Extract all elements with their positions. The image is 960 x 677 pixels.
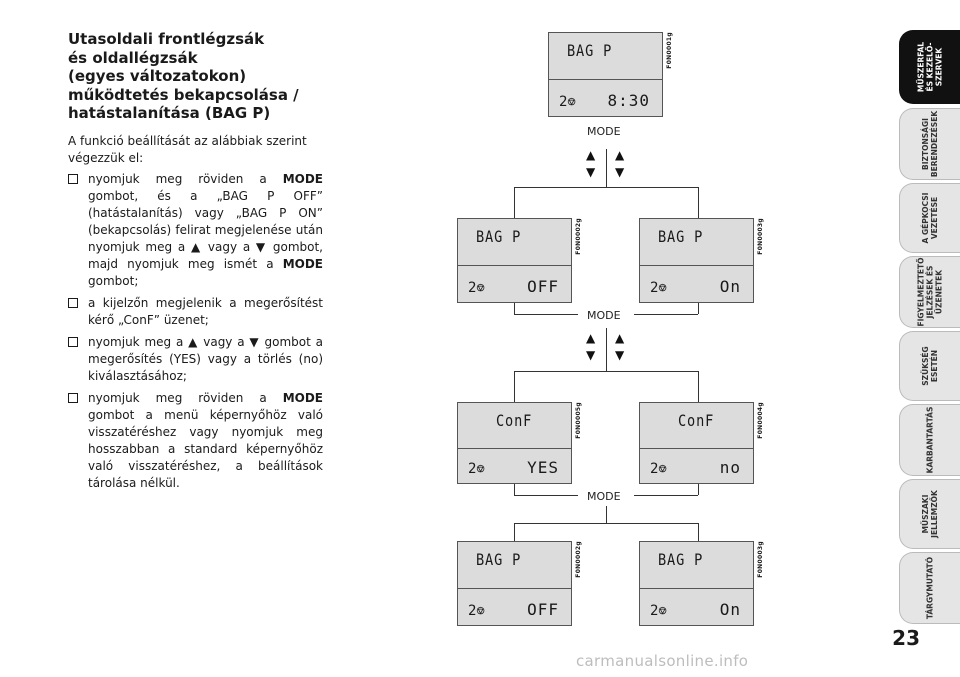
mode-label: MODE [587,309,621,322]
checkbox-bullet-icon [68,297,78,308]
tab-figyelmezteto[interactable]: FIGYELMEZTETŐ JELZÉSEK ÉS ÜZENETEK [899,256,960,328]
figure-code: F0N0005g [575,402,582,439]
bullet-3: nyomjuk meg a ▲ vagy a ▼ gombot a megerő… [68,334,323,385]
display-bag-p-off-final: BAG P 2⎊ OFF [457,541,572,626]
figure-code: F0N0003g [757,541,764,578]
bullet-2: a kijelzőn megjelenik a megerősítést kér… [68,295,323,329]
display-flow-diagram: BAG P 2⎊ 8:30 F0N0001g MODE ▲ ▲ ▼ ▼ BAG … [440,25,780,635]
figure-code: F0N0001g [666,32,673,69]
page-number: 23 [892,626,920,650]
bullet-1: nyomjuk meg röviden a MODE gombot, és a … [68,171,323,290]
watermark: carmanualsonline.info [576,652,749,670]
airbag-passenger-icon: 2⎊ [468,603,485,619]
text-column: Utasoldali frontlégzsák és oldallégzsák … [68,30,323,497]
airbag-passenger-icon: 2⎊ [650,280,667,296]
tab-biztonsagi[interactable]: BIZTONSÁGI BERENDEZÉSEK [899,108,960,180]
mode-label: MODE [587,125,621,138]
tab-karbantartas[interactable]: KARBANTARTÁS [899,404,960,476]
tab-muszerfal[interactable]: MŰSZERFAL ÉS KEZELŐ- SZERVEK [899,30,960,104]
display-bag-p-off: BAG P 2⎊ OFF [457,218,572,303]
checkbox-bullet-icon [68,336,78,347]
figure-code: F0N0002g [575,541,582,578]
section-title: Utasoldali frontlégzsák és oldallégzsák … [68,30,299,122]
tab-muszaki-jellemzok[interactable]: MŰSZAKI JELLEMZŐK [899,479,960,549]
display-bag-p-on: BAG P 2⎊ On [639,218,754,303]
airbag-passenger-icon: 2⎊ [468,461,485,477]
airbag-passenger-icon: 2⎊ [468,280,485,296]
display-conf-no: ConF 2⎊ no [639,402,754,484]
arrow-up-icon: ▲ [586,148,596,162]
mode-label: MODE [587,490,621,503]
arrow-up-icon: ▲ [615,148,625,162]
airbag-passenger-icon: 2⎊ [650,461,667,477]
arrow-down-icon: ▼ [615,348,625,362]
arrow-up-icon: ▲ [586,331,596,345]
checkbox-bullet-icon [68,392,78,403]
bullet-4: nyomjuk meg röviden a MODE gombot a menü… [68,390,323,492]
airbag-passenger-icon: 2⎊ [559,94,576,110]
intro-text: A funkció beállítását az alábbiak szerin… [68,133,307,165]
arrow-down-icon: ▼ [586,165,596,179]
airbag-passenger-icon: 2⎊ [650,603,667,619]
tab-gepkocsi-vezetese[interactable]: A GÉPKOCSI VEZETÉSE [899,183,960,253]
tab-szukseg-eseten[interactable]: SZÜKSÉG ESETÉN [899,331,960,401]
figure-code: F0N0003g [757,218,764,255]
figure-code: F0N0002g [575,218,582,255]
tab-targymutato[interactable]: TÁRGYMUTATÓ [899,552,960,624]
display-bag-p-clock: BAG P 2⎊ 8:30 [548,32,663,117]
arrow-up-icon: ▲ [615,331,625,345]
checkbox-bullet-icon [68,173,78,184]
arrow-down-icon: ▼ [615,165,625,179]
display-bag-p-on-final: BAG P 2⎊ On [639,541,754,626]
figure-code: F0N0004g [757,402,764,439]
arrow-down-icon: ▼ [586,348,596,362]
display-conf-yes: ConF 2⎊ YES [457,402,572,484]
